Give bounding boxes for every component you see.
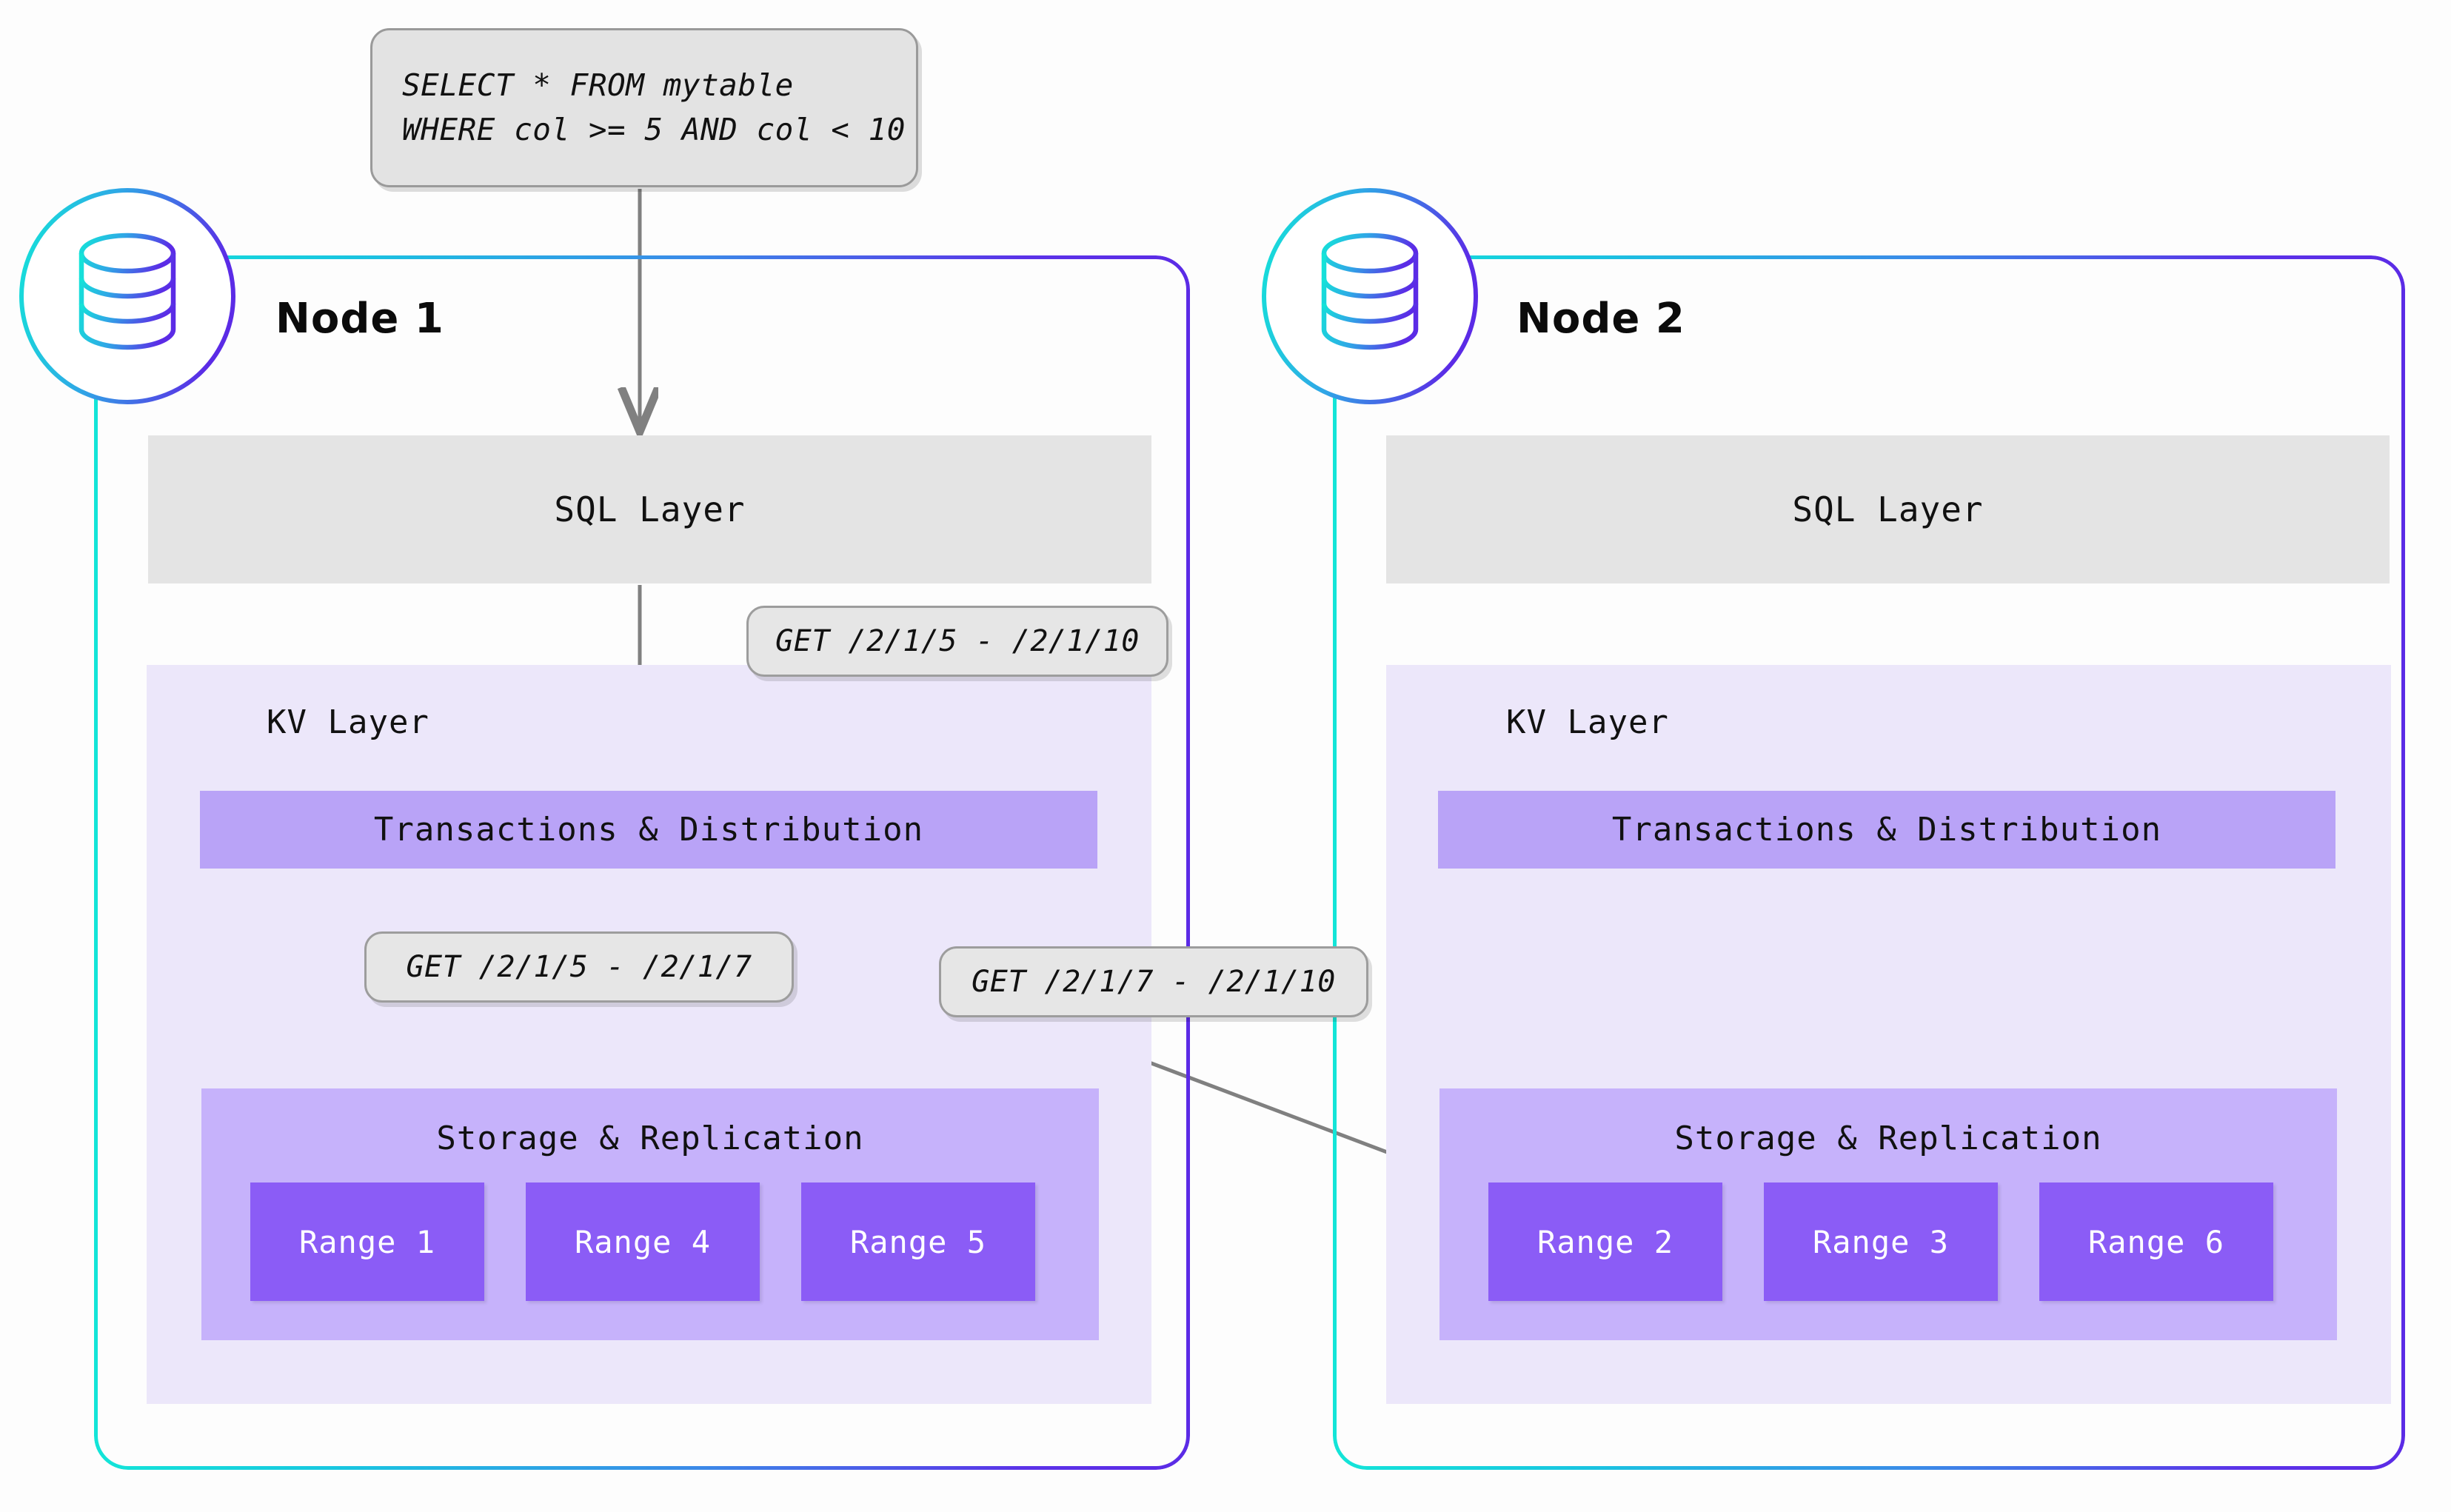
range-label: Range 3 bbox=[1812, 1223, 1949, 1260]
node-title-2: Node 2 bbox=[1517, 295, 1685, 343]
range-box[interactable]: Range 2 bbox=[1488, 1182, 1722, 1301]
kv-layer-label-node-2: KV Layer bbox=[1506, 703, 1669, 741]
sql-layer-node-1: SQL Layer bbox=[148, 435, 1151, 583]
range-label: Range 4 bbox=[574, 1223, 711, 1260]
sql-layer-label: SQL Layer bbox=[554, 489, 746, 529]
sql-layer-node-2: SQL Layer bbox=[1386, 435, 2390, 583]
get-request-label: GET /2/1/5 - /2/1/7 bbox=[406, 950, 752, 984]
database-icon bbox=[1321, 233, 1419, 350]
range-row-node-2: Range 2 Range 3 Range 6 bbox=[1439, 1157, 2337, 1301]
node-badge-1 bbox=[19, 188, 235, 404]
range-label: Range 1 bbox=[298, 1223, 435, 1260]
range-label: Range 6 bbox=[2087, 1223, 2224, 1260]
node-badge-2 bbox=[1262, 188, 1478, 404]
transactions-bar-node-2: Transactions & Distribution bbox=[1438, 791, 2335, 869]
get-request-label: GET /2/1/5 - /2/1/10 bbox=[775, 624, 1140, 658]
transactions-label: Transactions & Distribution bbox=[373, 811, 924, 849]
get-request-local-range: GET /2/1/5 - /2/1/7 bbox=[364, 931, 794, 1003]
sql-query-callout: SELECT * FROM mytable WHERE col >= 5 AND… bbox=[370, 28, 918, 187]
range-box[interactable]: Range 1 bbox=[250, 1182, 484, 1301]
storage-label-node-2: Storage & Replication bbox=[1674, 1120, 2102, 1157]
node-title-1: Node 1 bbox=[275, 295, 444, 343]
storage-panel-node-2: Storage & Replication Range 2 Range 3 Ra… bbox=[1439, 1088, 2337, 1340]
range-label: Range 2 bbox=[1537, 1223, 1673, 1260]
sql-layer-label: SQL Layer bbox=[1792, 489, 1984, 529]
sql-query-line-1: SELECT * FROM mytable bbox=[402, 67, 794, 104]
storage-label-node-1: Storage & Replication bbox=[436, 1120, 864, 1157]
range-box[interactable]: Range 5 bbox=[801, 1182, 1035, 1301]
range-label: Range 5 bbox=[849, 1223, 986, 1260]
kv-layer-label-node-1: KV Layer bbox=[267, 703, 429, 741]
get-request-label: GET /2/1/7 - /2/1/10 bbox=[972, 965, 1336, 999]
transactions-bar-node-1: Transactions & Distribution bbox=[200, 791, 1097, 869]
range-box[interactable]: Range 6 bbox=[2039, 1182, 2273, 1301]
database-icon bbox=[78, 233, 176, 350]
get-request-remote-range: GET /2/1/7 - /2/1/10 bbox=[939, 946, 1368, 1017]
range-box[interactable]: Range 3 bbox=[1764, 1182, 1998, 1301]
transactions-label: Transactions & Distribution bbox=[1611, 811, 2162, 849]
get-request-full-range: GET /2/1/5 - /2/1/10 bbox=[746, 606, 1168, 677]
storage-panel-node-1: Storage & Replication Range 1 Range 4 Ra… bbox=[201, 1088, 1099, 1340]
range-box[interactable]: Range 4 bbox=[526, 1182, 760, 1301]
sql-query-line-2: WHERE col >= 5 AND col < 10 bbox=[402, 111, 906, 147]
range-row-node-1: Range 1 Range 4 Range 5 bbox=[201, 1157, 1099, 1301]
